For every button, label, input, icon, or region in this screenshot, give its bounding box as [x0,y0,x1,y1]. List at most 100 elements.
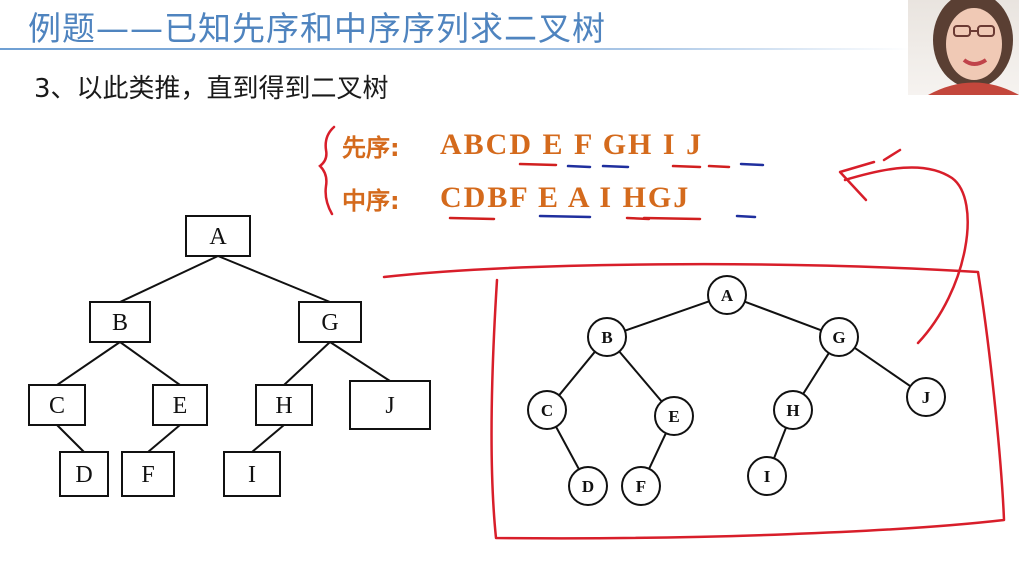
circle-node-F: F [621,466,661,506]
circle-node-label-C: C [541,401,553,420]
circle-node-ring-J [906,377,946,417]
box-node-frame-I [223,451,281,497]
circle-node-ring-C [527,390,567,430]
sequence-underline [538,214,592,219]
circle-tree: A B G C E H J D F I [527,275,946,506]
box-tree: A B G C E H J D F I [28,215,431,497]
box-node-label-H: H [275,393,292,419]
box-node-G: G [298,301,362,343]
circle-node-label-D: D [582,477,594,496]
sequence-underline [642,216,702,221]
box-tree-edge-B-E [119,341,181,386]
circle-node-ring-I [747,456,787,496]
circle-node-ring-A [707,275,747,315]
circle-node-ring-H [773,390,813,430]
circle-node-label-J: J [922,388,931,407]
preorder-letters: ABCD E F GH I J [440,128,704,161]
step-caption: 3、以此类推，直到得到二叉树 [34,74,389,104]
circle-node-ring-G [819,317,859,357]
box-node-frame-E [152,384,208,426]
circle-node-ring-B [587,317,627,357]
box-node-label-G: G [321,310,338,336]
box-node-B: B [89,301,151,343]
box-tree-edge-B-C [56,341,121,386]
circle-tree-edge-B-E [618,350,663,403]
circle-node-C: C [527,390,567,430]
circle-tree-edge-B-C [558,351,596,396]
box-node-D: D [59,451,109,497]
box-node-label-E: E [173,393,188,419]
sequence-underline [601,164,630,169]
sequence-underline [448,216,496,221]
box-node-label-J: J [385,393,394,419]
box-node-C: C [28,384,86,426]
circle-tree-edges [555,300,911,470]
preorder-row: 先序: ABCD E F GH I J [342,127,703,163]
box-tree-edge-C-D [56,424,85,453]
sequence-underline [735,214,757,219]
box-node-A: A [185,215,251,257]
circle-node-I: I [747,456,787,496]
circle-tree-edge-A-B [624,300,710,332]
circle-tree-edge-E-F [648,432,667,470]
box-node-frame-B [89,301,151,343]
box-node-frame-H [255,384,313,426]
sequence-underline [518,162,558,167]
box-tree-edge-H-I [251,424,285,453]
circle-node-A: A [707,275,747,315]
box-node-label-I: I [248,462,256,488]
box-tree-edges [56,255,391,453]
box-node-H: H [255,384,313,426]
box-node-F: F [121,451,175,497]
circle-node-ring-E [654,396,694,436]
arrow-curve-annotation [843,166,969,345]
sequence-underline [739,162,765,167]
presenter-avatar-icon [928,0,1019,95]
brace-annotation [318,125,336,216]
box-node-label-B: B [112,310,128,336]
box-node-E: E [152,384,208,426]
box-tree-edge-E-F [147,424,181,453]
circle-node-E: E [654,396,694,436]
circle-tree-edge-G-H [802,352,830,395]
box-node-frame-F [121,451,175,497]
circle-node-label-E: E [668,407,679,426]
box-node-I: I [223,451,281,497]
inorder-label: 中序: [342,186,400,215]
box-node-label-F: F [141,462,154,488]
sequence-underline [707,164,731,169]
arrow-tick-annotation [882,148,902,162]
inorder-row: 中序: CDBF E A I HGJ [342,180,690,216]
box-node-frame-A [185,215,251,257]
box-node-label-A: A [209,224,227,250]
circle-node-label-A: A [721,286,734,305]
circle-tree-edge-H-I [773,427,787,459]
circle-node-label-B: B [601,328,612,347]
circle-node-label-I: I [764,467,771,486]
circle-node-ring-D [568,466,608,506]
circle-node-G: G [819,317,859,357]
slide-title: 例题——已知先序和中序序列求二叉树 [28,9,606,48]
circle-node-D: D [568,466,608,506]
sequence-underline [671,164,702,169]
box-node-frame-C [28,384,86,426]
title-divider [0,48,910,50]
box-node-label-D: D [75,462,92,488]
sequence-underlines [448,162,765,221]
box-node-J: J [349,380,431,430]
circle-node-ring-F [621,466,661,506]
inorder-letters: CDBF E A I HGJ [440,181,691,214]
hand-annotations [318,125,1006,540]
circle-tree-edge-A-G [744,300,822,332]
box-node-frame-J [349,380,431,430]
box-tree-edge-G-J [329,341,391,382]
circle-node-H: H [773,390,813,430]
sequence-underline [566,164,592,169]
preorder-label: 先序: [342,133,400,162]
presenter-webcam [908,0,1019,95]
box-node-frame-D [59,451,109,497]
arrow-head-annotation [838,160,876,202]
box-node-frame-G [298,301,362,343]
circle-tree-edge-C-D [555,426,580,470]
